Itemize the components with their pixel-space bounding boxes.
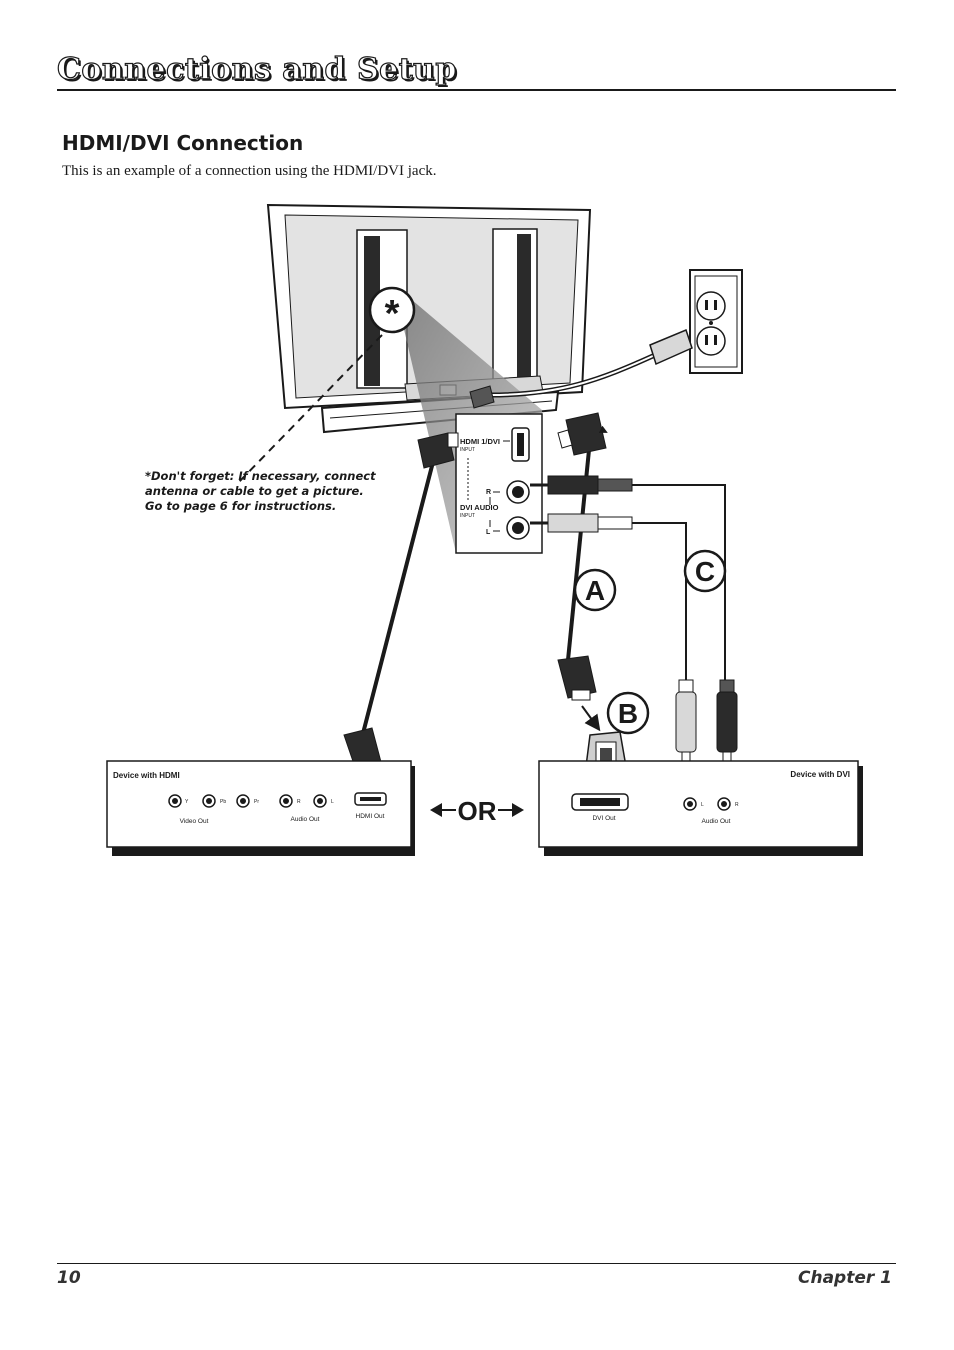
title-rule (57, 89, 896, 91)
step-a-letter: A (585, 575, 605, 606)
jack-r-label: R (297, 799, 301, 805)
hdmi-input-sublabel: INPUT (460, 447, 475, 453)
dvi-jack-r-label: R (735, 802, 739, 808)
hdmi-connector-a-top (565, 412, 607, 456)
hdmi-cable-left (358, 461, 435, 746)
section-heading: HDMI/DVI Connection (62, 131, 304, 155)
hdmi-device-title: Device with HDMI (113, 771, 180, 780)
dvi-device-title: Device with DVI (790, 770, 850, 779)
audio-r-label: R (486, 489, 491, 496)
step-a-badge: A (573, 568, 617, 612)
device-with-dvi: Device with DVI DVI Out L R Audio Out (538, 760, 863, 856)
jack-l-label: L (331, 799, 334, 805)
video-out-label: Video Out (180, 818, 209, 825)
audio-out-label-hdmi: Audio Out (291, 816, 320, 823)
wall-outlet (689, 269, 743, 374)
asterisk-callout (368, 286, 416, 334)
or-label: OR (430, 796, 524, 826)
intro-text: This is an example of a connection using… (62, 163, 437, 179)
footer-rule (57, 1263, 896, 1264)
device-with-hdmi: Device with HDMI Y Pb Pr Video Out R L A… (106, 760, 415, 856)
rca-plug-l-bottom (675, 679, 697, 775)
audio-out-label-dvi: Audio Out (702, 818, 731, 825)
step-c-letter: C (695, 556, 715, 587)
dashed-leader-line (235, 334, 383, 486)
hdmi-out-label: HDMI Out (356, 813, 385, 820)
chapter-label: Chapter 1 (797, 1268, 892, 1288)
or-text: OR (458, 796, 497, 826)
audio-cable-l (530, 513, 687, 682)
page-number: 10 (57, 1268, 81, 1288)
jack-pr-label: Pr (254, 799, 259, 805)
jack-y-label: Y (185, 799, 189, 805)
step-b-badge: B (606, 691, 650, 735)
rca-plug-r-bottom (716, 679, 738, 775)
hdmi-connector-top-left (417, 432, 455, 469)
dvi-audio-label: DVI AUDIO (460, 503, 499, 512)
audio-l-label: L (486, 529, 491, 536)
jack-pb-label: Pb (220, 799, 226, 805)
dvi-out-label: DVI Out (592, 815, 615, 822)
power-plug (649, 328, 693, 366)
hdmi-connector-a-bottom (557, 655, 597, 699)
jack-panel: HDMI 1/DVI INPUT R DVI AUDIO INPUT L (455, 413, 543, 554)
dvi-audio-sublabel: INPUT (460, 513, 475, 519)
dvi-jack-l-label: L (701, 802, 704, 808)
power-connector (469, 385, 495, 409)
step-b-letter: B (618, 698, 638, 729)
hdmi-cable-a (566, 439, 592, 661)
hdmi-input-label: HDMI 1/DVI (460, 437, 500, 446)
page-title: Connections and Setup (56, 51, 457, 87)
step-c-badge: C (683, 549, 727, 593)
antenna-note: *Don't forget: If necessary, connect ant… (145, 469, 376, 513)
asterisk-mark: * (385, 293, 400, 335)
audio-cable-r (530, 475, 726, 682)
